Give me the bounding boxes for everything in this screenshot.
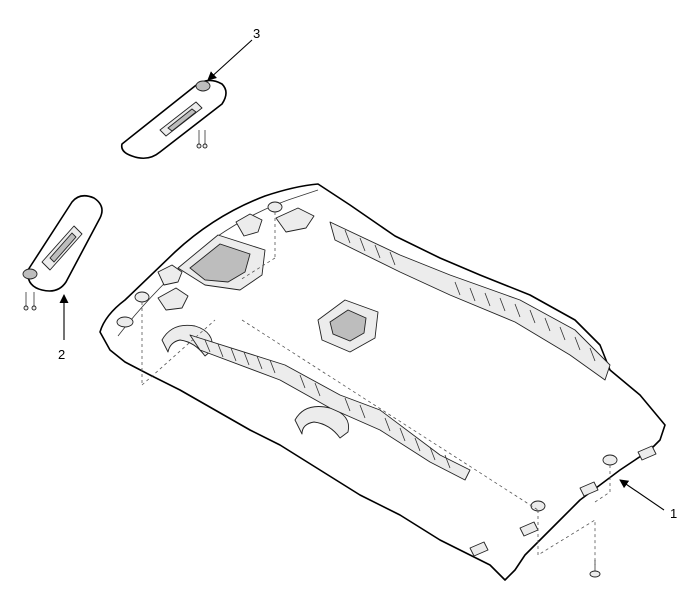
callout-label-2: 2 [58, 347, 65, 362]
headlining-screw [589, 560, 601, 578]
sun-visor-right [120, 79, 227, 160]
callout-leader-1 [619, 479, 665, 511]
visor-pivot-right [195, 80, 211, 92]
callout-leader-3 [207, 39, 253, 81]
visor-pivot-left [22, 268, 38, 280]
callout-label-3: 3 [253, 26, 260, 41]
sun-visor-left [22, 194, 103, 311]
callout-label-1: 1 [670, 506, 677, 521]
headlining-panel [99, 183, 666, 581]
